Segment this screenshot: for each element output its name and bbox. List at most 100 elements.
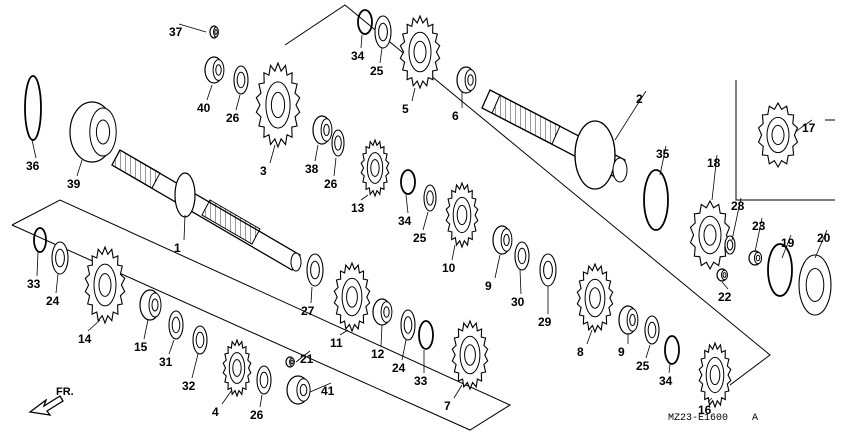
- callout-23: 23: [752, 219, 766, 233]
- callout-25: 25: [370, 64, 384, 78]
- callout-24: 24: [46, 294, 60, 308]
- callout-24: 24: [392, 361, 406, 375]
- snap-ring-35: [643, 169, 669, 231]
- bolt-22: [716, 268, 728, 282]
- callout-leader: [221, 389, 233, 405]
- callout-leader: [314, 144, 319, 162]
- callout-4: 4: [212, 405, 219, 419]
- callout-26: 26: [324, 177, 338, 191]
- gear-16: [698, 341, 732, 409]
- callout-leader: [183, 214, 186, 241]
- callout-12: 12: [371, 347, 385, 361]
- callout-leader: [614, 90, 647, 141]
- callout-leader: [380, 324, 383, 347]
- callout-18: 18: [707, 156, 721, 170]
- callout-leader: [259, 394, 263, 408]
- callout-leader: [586, 329, 593, 345]
- callout-leader: [451, 244, 456, 261]
- callout-leader: [333, 157, 337, 177]
- callout-leader: [707, 397, 713, 403]
- callout-19: 19: [781, 236, 795, 250]
- circlip-34-top: [357, 9, 373, 35]
- mainshaft: [111, 149, 302, 272]
- seal-20: [767, 243, 793, 297]
- gear-3: [255, 61, 301, 149]
- dowel-37: [209, 25, 219, 39]
- callout-leader: [310, 286, 313, 304]
- gear-11: [333, 261, 371, 333]
- callout-leader: [87, 319, 101, 332]
- inset-frame: [735, 80, 835, 201]
- washer-26-bottom: [256, 365, 272, 395]
- washer-26-mid: [331, 129, 345, 157]
- callout-15: 15: [134, 340, 148, 354]
- nut-plate-19: [798, 254, 832, 316]
- callout-5: 5: [402, 102, 409, 116]
- callout-leader: [721, 281, 729, 290]
- callout-38: 38: [305, 162, 319, 176]
- callout-25: 25: [413, 231, 427, 245]
- callout-leader: [422, 211, 429, 231]
- bearing-39: [69, 101, 117, 163]
- washer-26-top: [233, 65, 249, 95]
- gear-5: [399, 14, 441, 90]
- lower-group-frame: [11, 199, 512, 431]
- sprocket-17: [757, 101, 799, 169]
- bearing-9-lower: [618, 305, 639, 335]
- callout-13: 13: [351, 201, 365, 215]
- callout-leader: [645, 344, 651, 359]
- circlip-33-left: [33, 227, 47, 253]
- washer-32: [192, 325, 208, 355]
- washer-31: [168, 310, 184, 340]
- washer-25-right: [644, 315, 660, 345]
- circlip-33-mid: [418, 320, 434, 350]
- callout-33: 33: [27, 277, 41, 291]
- washer-25-mid: [423, 184, 437, 212]
- bearing-15: [139, 289, 162, 321]
- callout-33: 33: [414, 374, 428, 388]
- callout-37: 37: [169, 25, 183, 39]
- callout-leader: [453, 384, 463, 399]
- callout-25: 25: [636, 359, 650, 373]
- washer-24-left: [51, 241, 69, 275]
- washer-30: [514, 241, 530, 271]
- callout-34: 34: [398, 214, 412, 228]
- callout-8: 8: [577, 345, 584, 359]
- bearing-12: [372, 298, 393, 326]
- callout-2: 2: [636, 92, 643, 106]
- callout-leader: [31, 139, 37, 159]
- callout-34: 34: [351, 49, 365, 63]
- circlip-34-right: [664, 335, 680, 365]
- gear-10: [445, 181, 479, 249]
- callout-10: 10: [442, 261, 456, 275]
- callout-leader: [794, 119, 813, 133]
- dowel-21: [285, 356, 295, 368]
- callout-29: 29: [538, 315, 552, 329]
- callout-27: 27: [301, 304, 315, 318]
- callout-26: 26: [250, 408, 264, 422]
- callout-leader: [206, 84, 213, 101]
- callout-30: 30: [511, 295, 525, 309]
- gear-8: [576, 262, 614, 334]
- callout-28: 28: [731, 199, 745, 213]
- callout-leader: [143, 319, 149, 340]
- callout-leader: [401, 339, 407, 361]
- callout-11: 11: [330, 336, 343, 350]
- washer-29: [539, 253, 557, 287]
- callout-leader: [814, 229, 828, 259]
- bearing-41: [286, 375, 311, 405]
- callout-leader: [519, 269, 522, 295]
- callout-leader: [178, 23, 207, 33]
- drawing-code: MZ23-E1600: [668, 413, 728, 424]
- washer-25-top: [374, 15, 392, 49]
- callout-leader: [168, 339, 175, 355]
- snap-ring-36: [24, 75, 42, 141]
- callout-41: 41: [321, 384, 335, 398]
- callout-leader: [659, 145, 667, 176]
- callout-9: 9: [485, 279, 492, 293]
- callout-31: 31: [159, 355, 173, 369]
- gear-4: [222, 338, 252, 398]
- callout-leader: [295, 350, 311, 363]
